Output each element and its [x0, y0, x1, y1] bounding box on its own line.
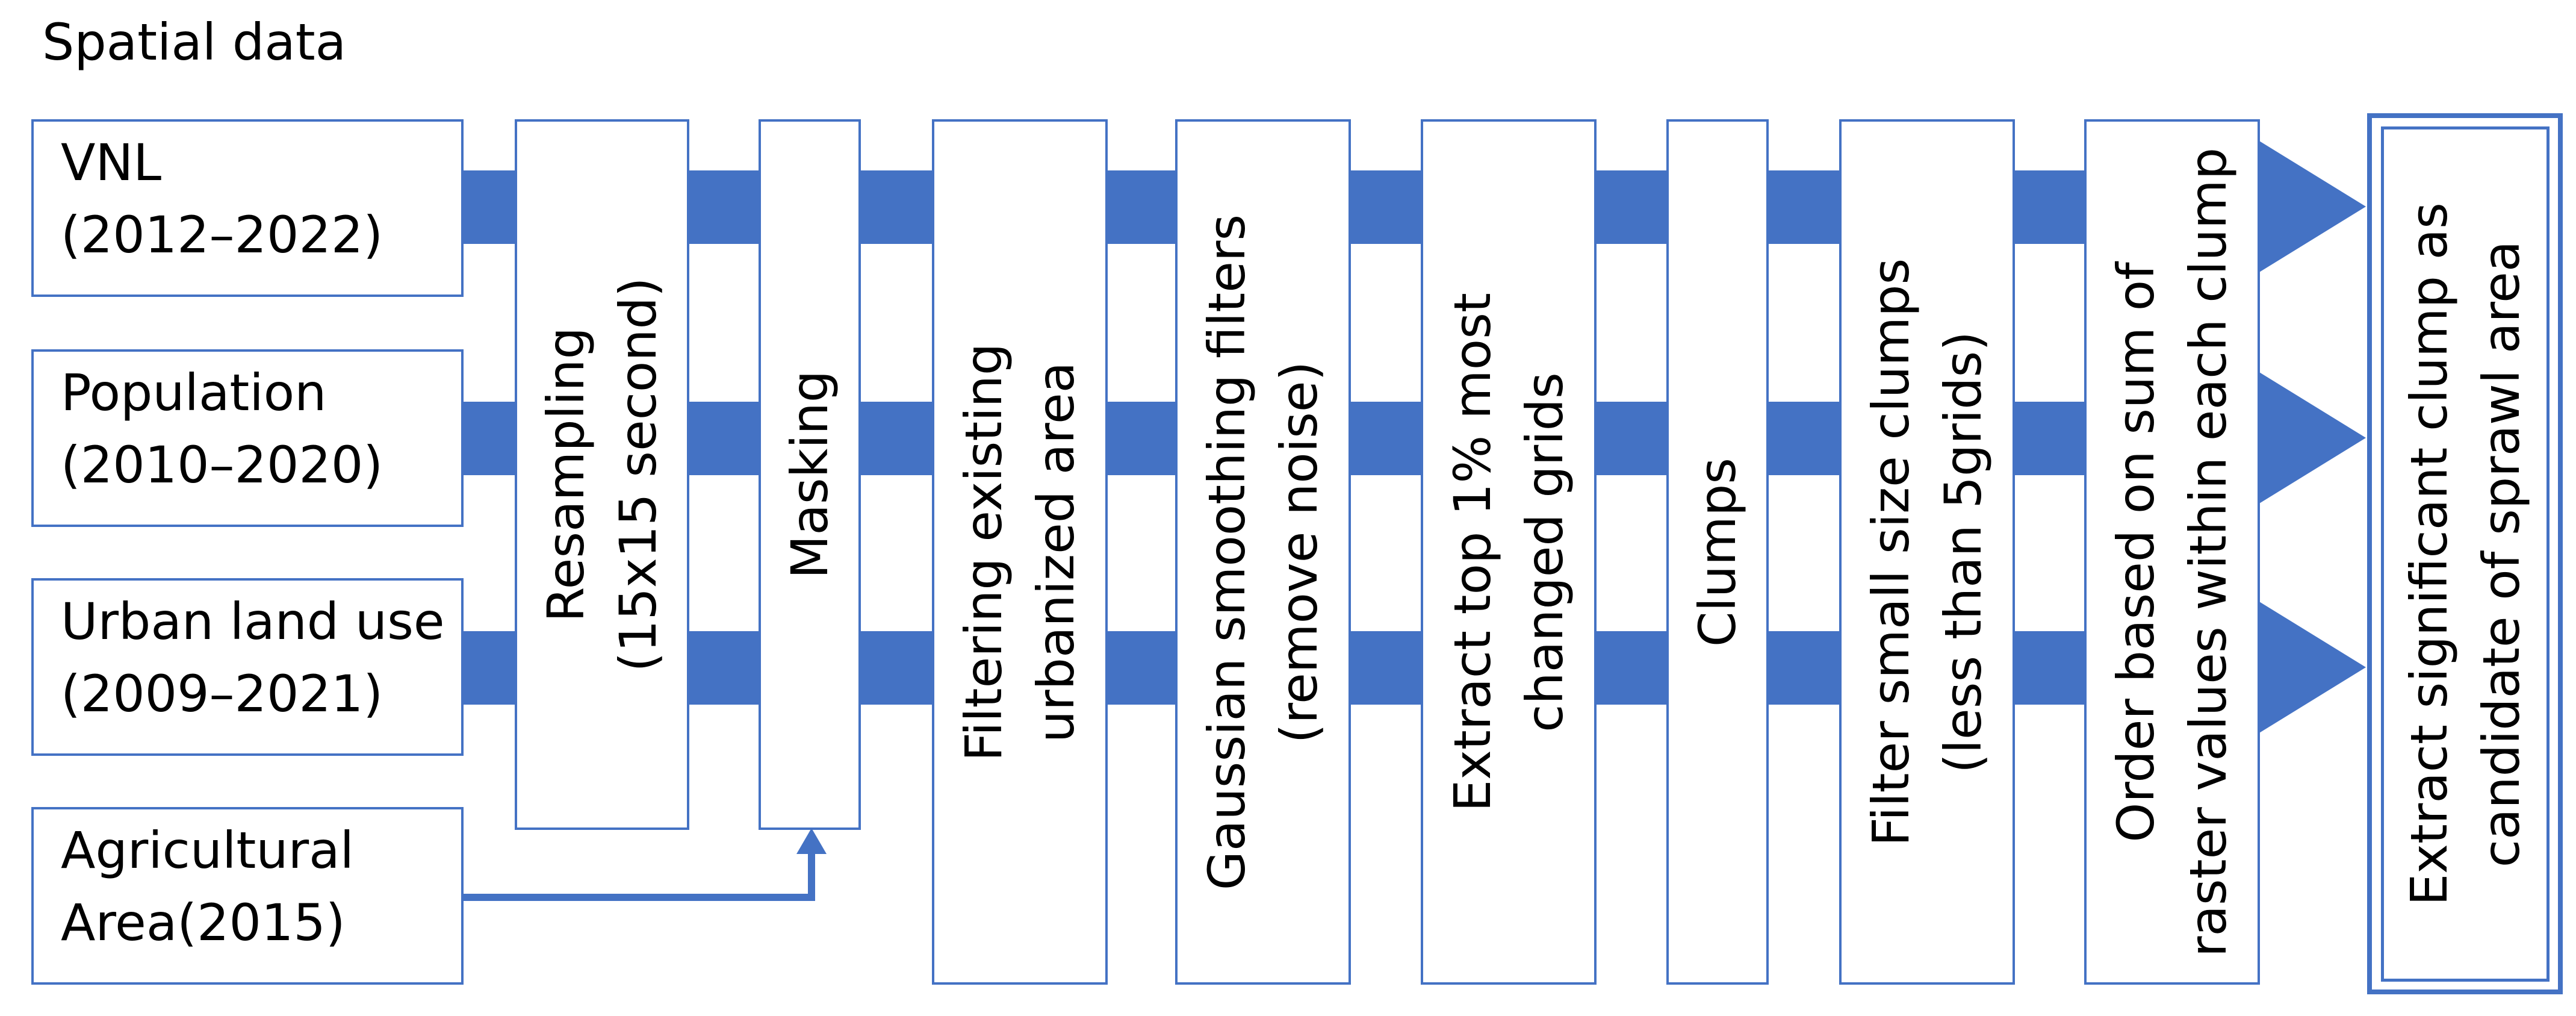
- input-vnl-years: (2012–2022): [61, 205, 383, 264]
- step-resampling: Resampling(15x15 second): [515, 119, 689, 830]
- arrowhead-urban-land-use: [2249, 595, 2366, 740]
- diagram-title: Spatial data: [42, 13, 347, 72]
- arrowhead-vnl: [2249, 134, 2366, 279]
- input-urban-land-use-name: Urban land use: [61, 592, 445, 651]
- step-extract-top-line2: changed grids: [1515, 372, 1574, 732]
- step-filter-small-line2: (less than 5grids): [1934, 331, 1993, 773]
- input-box-agricultural-area: Agricultural Area(2015): [31, 807, 464, 985]
- step-gaussian-line2: (remove noise): [1270, 361, 1329, 743]
- step-masking: Masking: [759, 119, 861, 830]
- step-masking-line1: Masking: [780, 370, 839, 579]
- output-line1: Extract significant clump as: [2400, 202, 2459, 906]
- step-clumps-line1: Clumps: [1688, 457, 1747, 647]
- input-agricultural-name: Agricultural: [61, 821, 354, 880]
- input-box-urban-land-use: Urban land use (2009–2021): [31, 578, 464, 756]
- input-urban-land-use-years: (2009–2021): [61, 664, 383, 723]
- input-box-population: Population (2010–2020): [31, 349, 464, 527]
- arrowhead-population: [2249, 366, 2366, 510]
- step-filtering-line1: Filtering existing: [954, 343, 1013, 761]
- input-population-name: Population: [61, 363, 327, 422]
- step-resampling-line2: (15x15 second): [609, 277, 668, 672]
- step-clumps: Clumps: [1666, 119, 1769, 985]
- input-agricultural-year: Area(2015): [61, 893, 346, 952]
- step-filter-small-line1: Filter small size clumps: [1861, 258, 1920, 846]
- step-filtering-line2: urbanized area: [1026, 361, 1085, 743]
- input-population-years: (2010–2020): [61, 435, 383, 494]
- input-vnl-name: VNL: [61, 133, 162, 192]
- step-order-line1: Order based on sum of: [2106, 261, 2165, 843]
- step-order-line2: raster values within each clump: [2179, 147, 2238, 957]
- step-gaussian-smoothing: Gaussian smoothing filters(remove noise): [1175, 119, 1351, 985]
- step-gaussian-line1: Gaussian smoothing filters: [1197, 214, 1256, 890]
- step-filter-small-clumps: Filter small size clumps(less than 5grid…: [1839, 119, 2015, 985]
- input-box-vnl: VNL (2012–2022): [31, 119, 464, 297]
- output-line2: candidate of sprawl area: [2472, 240, 2531, 868]
- step-resampling-line1: Resampling: [536, 327, 595, 622]
- step-extract-top-line1: Extract top 1% most: [1443, 292, 1502, 812]
